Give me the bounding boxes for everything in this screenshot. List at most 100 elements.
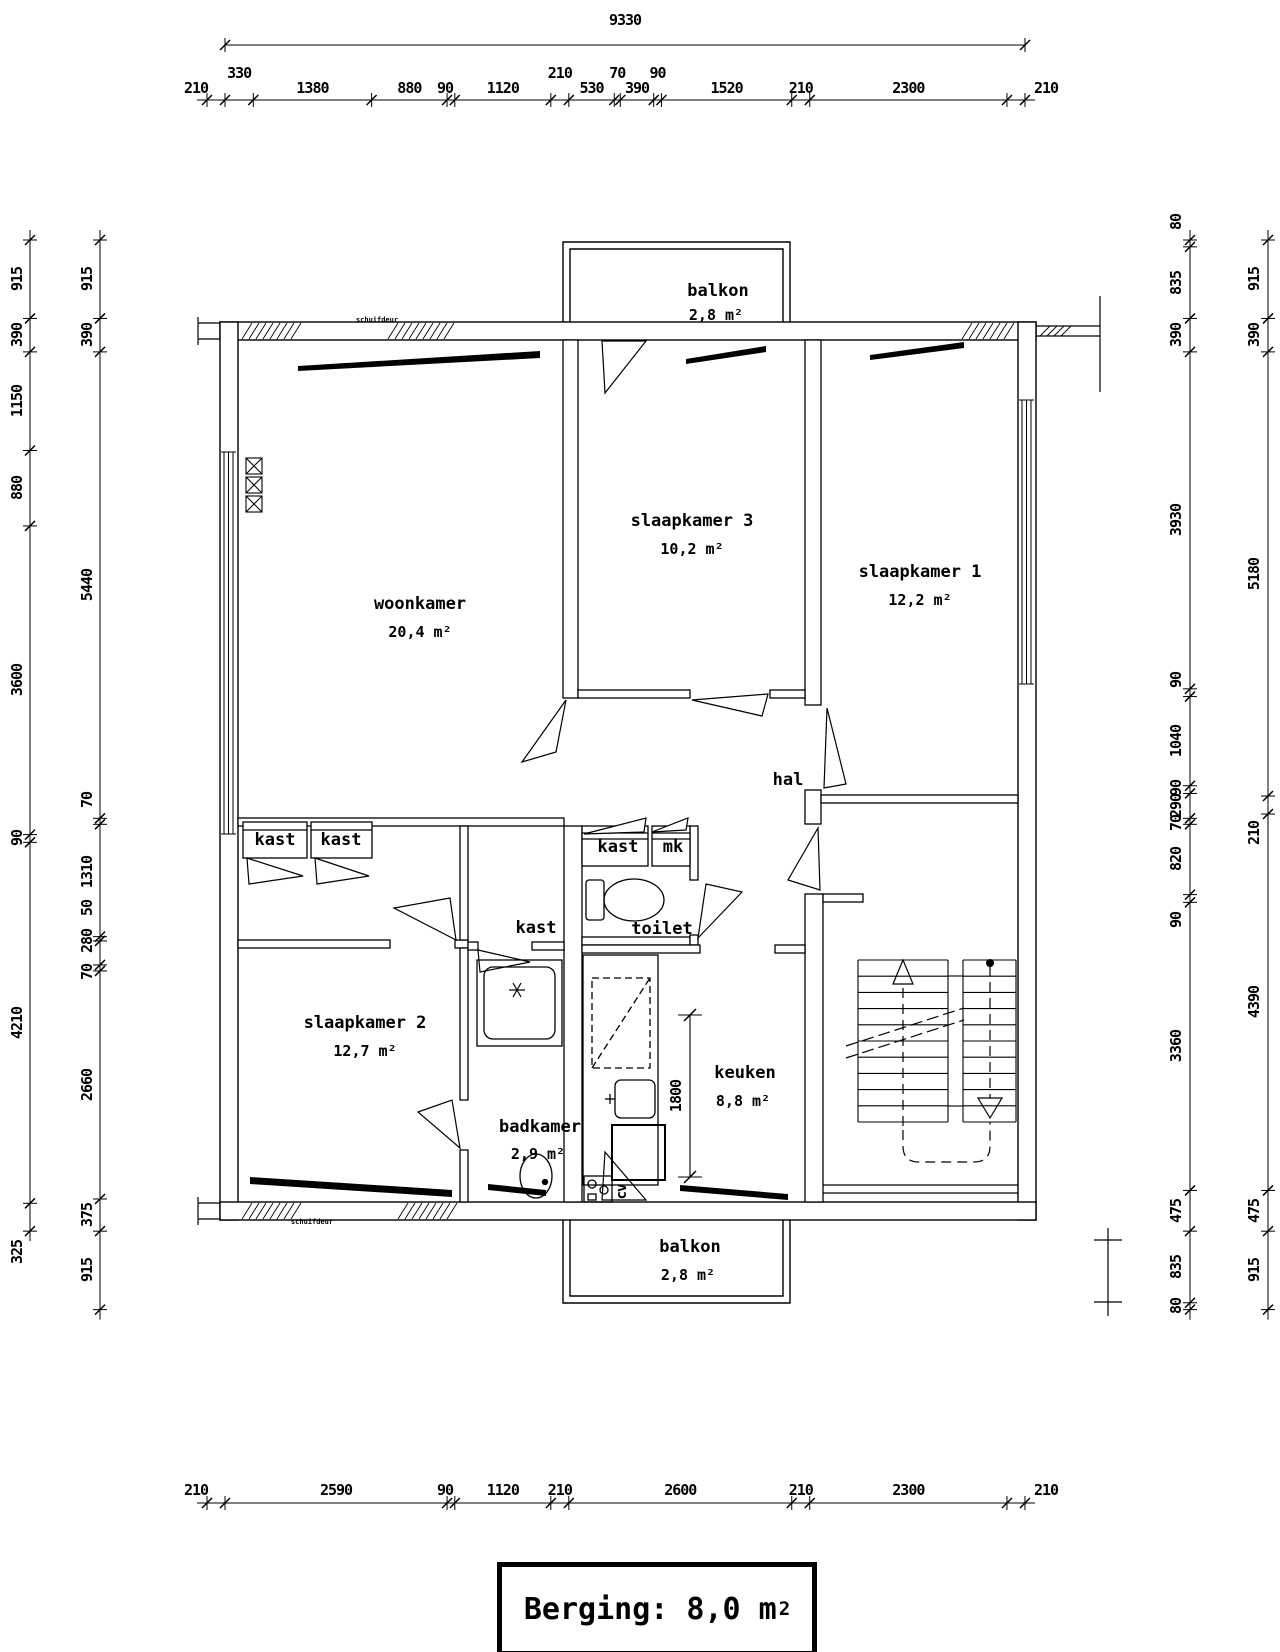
fixtures: [245, 457, 666, 1203]
dim-label: 5180: [1245, 557, 1263, 591]
dim-label: 90: [8, 830, 26, 847]
berging-label: Berging: 8,0 m: [523, 1591, 777, 1627]
dim-label: 390: [624, 79, 650, 97]
kitchen-counter: [582, 954, 659, 1186]
dim-label: 80: [1167, 1298, 1185, 1315]
balcony-top: [562, 241, 791, 322]
dim-label: 475: [1245, 1198, 1263, 1223]
berging-sup: 2: [778, 1598, 791, 1620]
dim-label: 70: [78, 963, 96, 981]
window-wedges: [250, 342, 964, 1200]
dim-label: 210: [547, 1481, 573, 1499]
dim-label: 915: [78, 267, 96, 292]
dim-label: 1120: [486, 1481, 520, 1499]
bathtub: [476, 959, 563, 1047]
dim-label: 1310: [78, 855, 96, 889]
dim-label: 3360: [1167, 1030, 1185, 1063]
dim-label: 835: [1167, 1254, 1185, 1279]
dim-label: 90: [649, 64, 667, 82]
kitchen-sink: [614, 1079, 656, 1119]
party-wall-stubs: [197, 296, 1122, 1316]
closet-label-kast-b: kast: [320, 830, 362, 850]
room-area-slaapkamer-3: 10,2 m²: [660, 540, 724, 558]
schuifdeur-label-top: schuifdeur: [355, 316, 399, 324]
dim-label: 2300: [892, 79, 925, 97]
room-label-hal: hal: [772, 770, 804, 790]
counter-dimension-label: 1800: [667, 1079, 685, 1113]
dim-label: 70: [1167, 814, 1185, 832]
dim-label: 210: [547, 64, 573, 82]
room-label-keuken: keuken: [714, 1063, 776, 1083]
dim-label: 330: [227, 64, 252, 82]
dim-label: 2590: [319, 1481, 353, 1499]
dim-label: 325: [8, 1239, 26, 1265]
toilet-cistern: [585, 879, 605, 921]
door-wedges: [246, 340, 847, 1201]
dim-label: 210: [788, 79, 814, 97]
dim-label: 2300: [892, 1481, 925, 1499]
dim-label: 5440: [78, 569, 96, 602]
dim-label: 1150: [8, 385, 26, 418]
dim-label: 4390: [1245, 986, 1263, 1019]
dim-label: 3600: [8, 664, 26, 697]
dim-label: 880: [397, 79, 422, 97]
room-label-balkon-top: balkon: [687, 281, 749, 301]
dim-label: 390: [78, 323, 96, 348]
dim-label: 210: [1033, 1481, 1059, 1499]
cv-unit: [583, 1175, 613, 1203]
dim-label: 80: [1167, 213, 1185, 231]
dim-label: 1040: [1167, 725, 1185, 758]
room-label-slaapkamer-2: slaapkamer 2: [303, 1013, 427, 1033]
dim-label: 90: [1167, 671, 1185, 689]
dim-label: 475: [1167, 1198, 1185, 1223]
dim-label: 210: [1033, 79, 1059, 97]
dim-label: 530: [579, 79, 604, 97]
closet-label-kast-mini: kast: [597, 837, 639, 857]
room-label-toilet: toilet: [631, 919, 693, 939]
dim-label: 2660: [78, 1068, 96, 1102]
dim-label: 90: [1167, 911, 1185, 929]
dim-label: 210: [788, 1481, 814, 1499]
room-label-woonkamer: woonkamer: [373, 594, 467, 614]
dim-label: 915: [8, 267, 26, 292]
wall-window-left: [221, 451, 237, 835]
room-area-slaapkamer-2: 12,7 m²: [333, 1042, 397, 1060]
dim-label: 390: [1167, 323, 1185, 348]
dim-label: 90: [436, 1481, 454, 1499]
generated-linework: [23, 38, 1275, 1510]
dim-label: 835: [1167, 270, 1185, 295]
dim-label: 375: [78, 1203, 96, 1228]
room-area-balkon-top: 2,8 m²: [688, 306, 744, 324]
dim-label: 2600: [664, 1481, 697, 1499]
dim-label: 210: [1245, 820, 1263, 846]
closet-label-kast-a: kast: [254, 830, 296, 850]
room-area-balkon-bottom: 2,8 m²: [660, 1266, 716, 1284]
dim-label: 820: [1167, 847, 1185, 872]
dim-label: 3930: [1167, 504, 1185, 537]
dim-label: 915: [78, 1258, 96, 1283]
dim-label: 9330: [608, 11, 642, 29]
room-label-slaapkamer-3: slaapkamer 3: [630, 511, 754, 531]
wall-window-right: [1019, 399, 1035, 685]
dim-label: 90: [436, 79, 454, 97]
dim-label: 915: [1245, 267, 1263, 292]
dim-label: 390: [1245, 323, 1263, 348]
dim-label: 4210: [8, 1006, 26, 1039]
stairs-walklines: [845, 958, 1004, 1163]
dim-label: 880: [8, 476, 26, 501]
toilet-bowl: [603, 878, 665, 922]
dim-label: 210: [183, 1481, 209, 1499]
room-area-badkamer: 2,9 m²: [510, 1145, 566, 1163]
dim-label: 280: [78, 928, 96, 954]
dim-label: 210: [183, 79, 209, 97]
room-area-slaapkamer-1: 12,2 m²: [888, 591, 952, 609]
dim-label: 1120: [486, 79, 520, 97]
radiator: [245, 457, 263, 513]
shower-symbol: [509, 982, 525, 998]
room-label-balkon-bottom: balkon: [659, 1237, 721, 1257]
room-area-keuken: 8,8 m²: [715, 1092, 771, 1110]
balcony-bottom: [562, 1220, 791, 1304]
schuifdeur-label-bottom: schuifdeur: [290, 1218, 334, 1226]
dim-label: 70: [609, 64, 626, 82]
